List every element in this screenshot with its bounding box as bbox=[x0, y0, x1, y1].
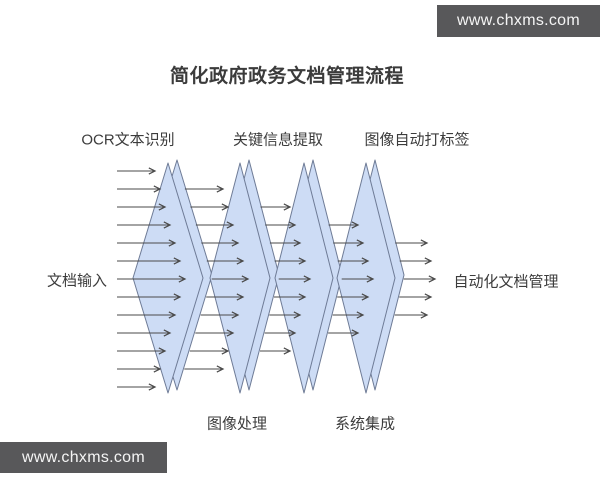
layer-slab-front bbox=[209, 162, 271, 394]
layer-slab-front bbox=[274, 162, 334, 394]
watermark-url-text: www.chxms.com bbox=[456, 12, 581, 29]
label-automated-doc-mgmt: 自动化文档管理 bbox=[453, 273, 559, 291]
label-document-input: 文档输入 bbox=[46, 272, 108, 290]
label-ocr-recognition: OCR文本识别 bbox=[81, 131, 175, 149]
watermark-bottom-left: www.chxms.com bbox=[0, 442, 167, 473]
label-image-processing: 图像处理 bbox=[206, 415, 268, 433]
label-key-info-extraction: 关键信息提取 bbox=[232, 131, 324, 149]
label-auto-image-tagging: 图像自动打标签 bbox=[364, 131, 470, 149]
watermark-url-text: www.chxms.com bbox=[21, 448, 146, 466]
layer-slab-front bbox=[336, 162, 396, 394]
layer-slab-front bbox=[132, 162, 204, 394]
watermark-top-right: www.chxms.com bbox=[437, 5, 600, 37]
diagram-title: 简化政府政务文档管理流程 bbox=[169, 66, 405, 87]
label-system-integration: 系统集成 bbox=[334, 415, 396, 433]
